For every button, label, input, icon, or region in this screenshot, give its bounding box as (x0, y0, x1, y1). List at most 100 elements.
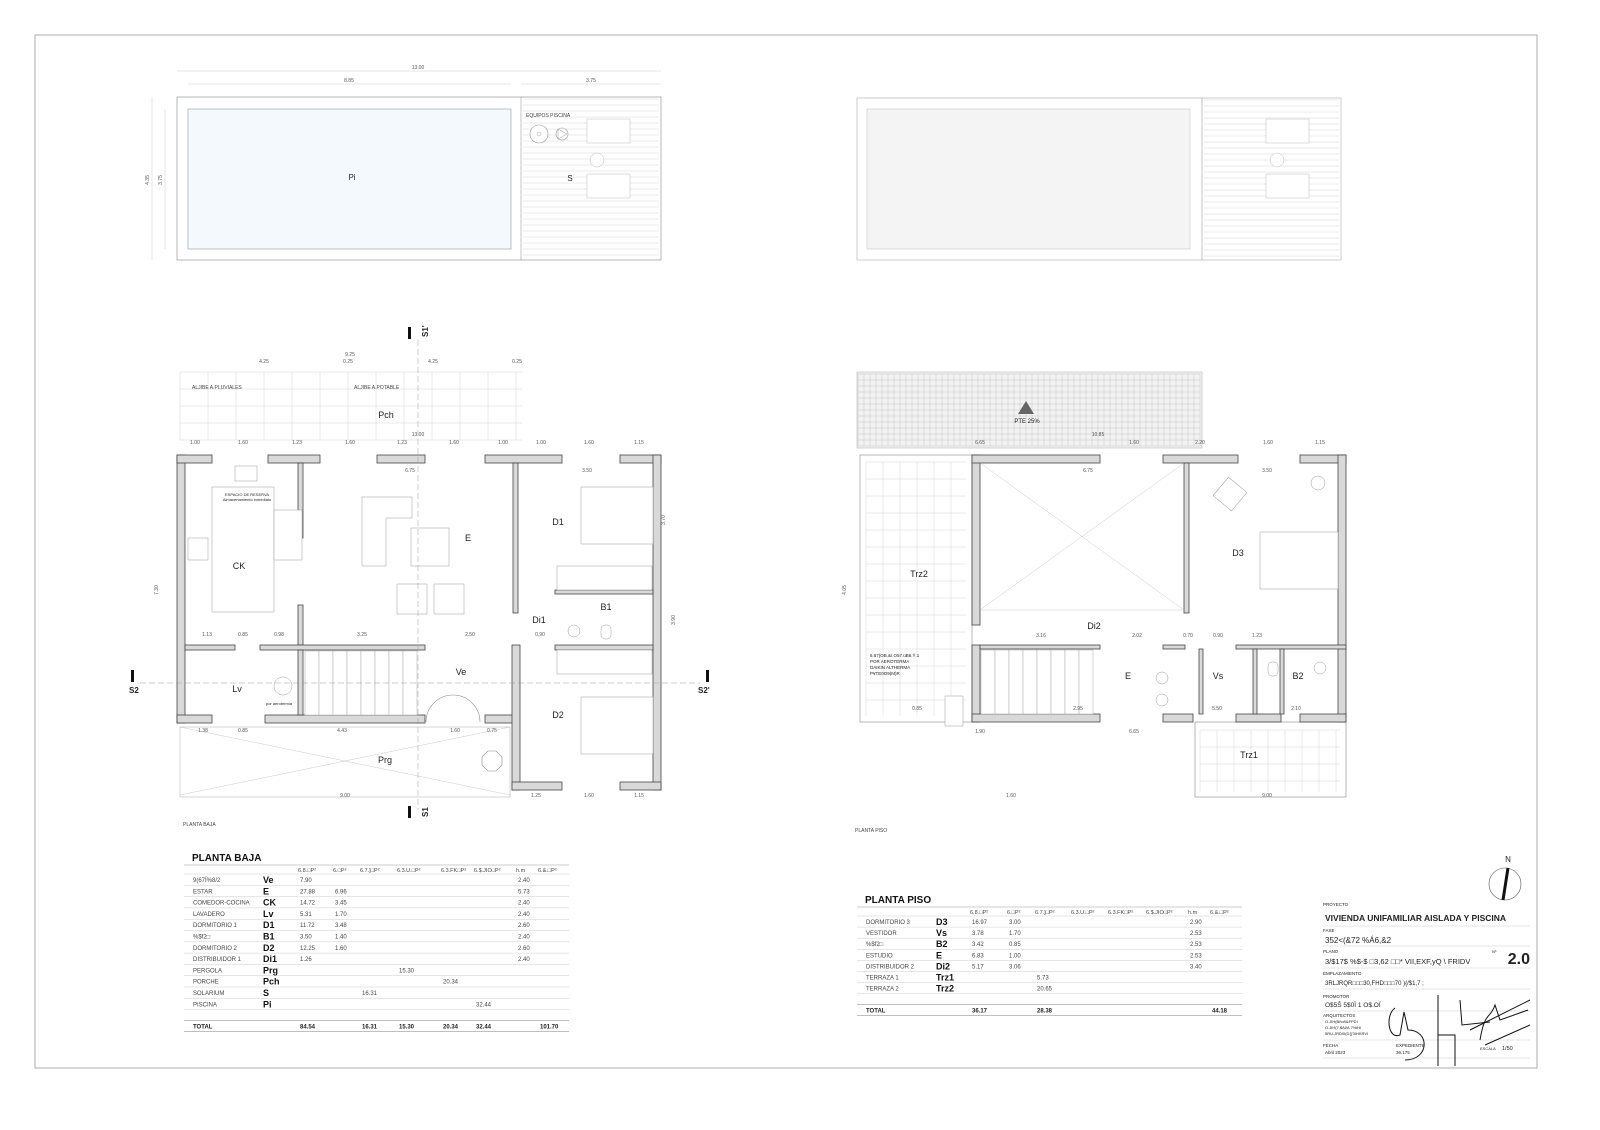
pool-plan: Pi S EQUIPOS PISCINA 13.00 8.85 3.75 4.3… (145, 65, 662, 261)
dimension-label: 0.90 (1213, 633, 1223, 639)
room-code: B2 (936, 939, 948, 949)
column-header: 6.3.FK□P² (441, 868, 466, 874)
fireplace (234, 465, 258, 482)
table-cell: 20.34 (443, 980, 459, 986)
dimension-label: 0.85 (912, 706, 922, 712)
dimension-label: 0.85 (238, 632, 248, 638)
dimension-label: 0.70 (1183, 633, 1193, 639)
table-cell: 0.85 (1009, 942, 1021, 948)
table-cell: 11.72 (300, 923, 315, 929)
table-cell: 15.30 (399, 968, 415, 974)
room-code: Vs (936, 928, 947, 938)
table-cell: 5.73 (518, 889, 530, 895)
wall (484, 714, 516, 724)
sunbed (1265, 118, 1310, 144)
total-cell: 28.38 (1037, 1009, 1053, 1015)
sofa (361, 496, 413, 567)
section-label: S2 (129, 686, 139, 695)
wall (484, 454, 563, 464)
wall (264, 714, 426, 724)
washbasin (1313, 661, 1327, 675)
table-cell: 3.45 (335, 901, 347, 907)
room-code: Trz1 (936, 973, 954, 983)
room-label-terrace2: Trz2 (910, 569, 928, 579)
room-name: SOLARIUM (193, 991, 224, 997)
stair-step (1050, 649, 1066, 715)
room-label-pergola: Prg (378, 755, 392, 765)
table-cell: 3.40 (1190, 964, 1202, 970)
column-header: 6.$.JIO□P² (1146, 910, 1173, 916)
fase-value: 352<(&72 %Á6,&2 (1325, 936, 1392, 945)
total-label: TOTAL (866, 1009, 886, 1015)
stair-step (1036, 649, 1052, 715)
room-label-laundry: Lv (232, 684, 242, 694)
dimension-label: 2.50 (465, 632, 475, 638)
plano-num-label: Nº (1492, 949, 1497, 954)
total-cell: 32.44 (476, 1025, 492, 1031)
dimension-label: 3.75 (158, 175, 164, 185)
wall (1337, 454, 1347, 723)
room-name: PERGOLA (193, 968, 222, 974)
washbasin (567, 624, 581, 638)
wall (297, 604, 304, 646)
roof-tiles (857, 373, 1201, 447)
room-code: S (263, 988, 269, 998)
table-cell: 2.53 (1190, 931, 1202, 937)
stool (1155, 671, 1169, 685)
wall (511, 781, 563, 791)
toilet (600, 624, 612, 640)
roof-slope-label: PTE 25% (1014, 419, 1040, 425)
table-cell: 2.53 (1190, 942, 1202, 948)
column-header: 6.&.□P² (538, 868, 557, 874)
north-arrow: N (1488, 855, 1522, 901)
room-label-study: E (1125, 671, 1131, 681)
expediente-value: 36.175 (1396, 1050, 1410, 1055)
room-code: Ve (263, 875, 274, 885)
entrance-door (425, 694, 481, 723)
room-name: PORCHE (193, 980, 219, 986)
note: ALJIBE A.POTABLE (354, 385, 400, 391)
total-label: TOTAL (193, 1025, 213, 1031)
slope-arrow-icon (1018, 401, 1034, 414)
fecha-value: Abril 2023 (1325, 1050, 1346, 1055)
title-block: PROYECTO VIVIENDA UNIFAMILIAR AISLADA Y … (1323, 902, 1531, 1066)
staircase (980, 649, 1094, 715)
section-marker (408, 327, 411, 339)
total-cell: 36.17 (972, 1009, 988, 1015)
dimension-label: 1.15 (634, 440, 644, 446)
table-cell: 12.25 (300, 946, 316, 952)
table-cell: 3.48 (335, 923, 347, 929)
dimension-label: 1.25 (531, 793, 541, 799)
wall (297, 649, 304, 716)
room-code: Pch (263, 977, 280, 987)
signature (1388, 995, 1531, 1066)
project-title: VIVIENDA UNIFAMILIAR AISLADA Y PISCINA (1325, 913, 1506, 923)
table-cell: 6.96 (335, 889, 347, 895)
note: por aerotermia (266, 701, 293, 706)
room-code: B1 (263, 932, 275, 942)
total-cell: 20.34 (443, 1025, 459, 1031)
expediente-label: EXPEDIENTE (1396, 1043, 1425, 1048)
ground-floor-plan: S1' S1 S2 S2' Pch CK E D1 Di1 B1 Lv Ve D… (129, 325, 710, 828)
room-name: TERRAZA 1 (866, 976, 899, 982)
wall (1235, 644, 1347, 650)
room-label-pool: Pi (348, 173, 355, 182)
section-marker (131, 670, 134, 682)
wall (1162, 713, 1194, 723)
terrace1-tiles (1199, 729, 1340, 792)
column-header: 6.7.]□P² (1035, 910, 1055, 916)
stair-step (1008, 649, 1024, 715)
room-name: ESTUDIO (866, 953, 893, 959)
room-code: E (263, 886, 269, 896)
table-cell: 1.70 (1009, 931, 1021, 937)
table-cell: 1.26 (300, 957, 312, 963)
table-cell: 1.00 (1009, 953, 1021, 959)
wardrobe (556, 649, 653, 675)
emplazamiento-value: 3RLJRQR□□□30,FHD□□□70 ){/$1,7 ; (1325, 981, 1424, 987)
room-code: D2 (263, 943, 275, 953)
column-header: 6.$.JIO□P² (474, 868, 501, 874)
room-name: %$f2□ (193, 935, 211, 941)
architect-name: O.JIH(7,$A0A 7%iHi (1325, 1025, 1361, 1030)
dimension-label: 10.85 (1092, 432, 1105, 438)
